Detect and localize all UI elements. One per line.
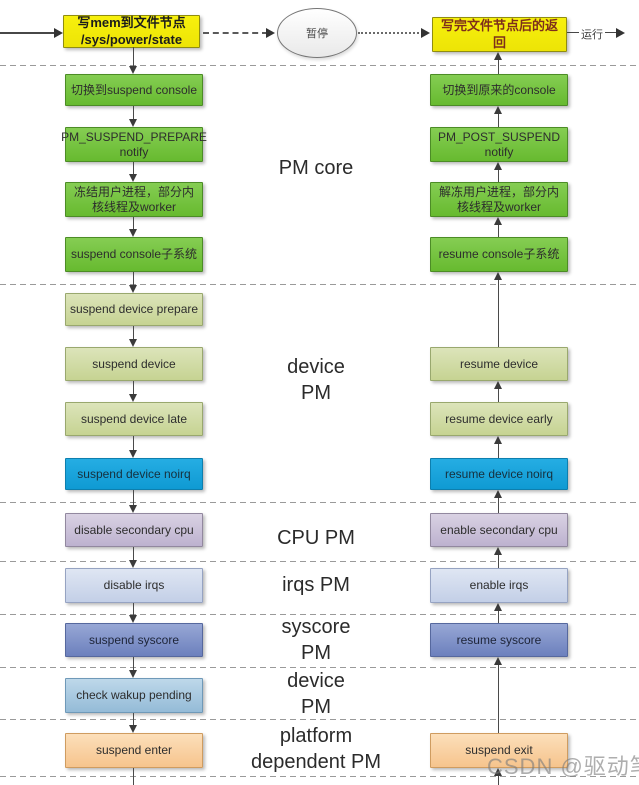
flow-box-suspend-exit: suspend exit <box>430 733 568 768</box>
down-arrow <box>129 217 137 237</box>
section-label-device-pm-2: device PM <box>287 670 345 718</box>
down-arrow <box>129 603 137 623</box>
flow-box-suspend-device-late: suspend device late <box>65 402 203 436</box>
flow-box-suspend-enter: suspend enter <box>65 733 203 768</box>
section-label-syscore-pm: syscore PM <box>281 616 351 664</box>
run-arrowhead-icon <box>616 28 625 38</box>
flow-box-resume-device: resume device <box>430 347 568 381</box>
exit-line <box>133 768 134 785</box>
up-arrow <box>494 547 502 568</box>
up-arrow <box>494 603 502 623</box>
section-divider <box>0 284 639 285</box>
watermark: CSDN @驱动笔记 <box>487 754 639 779</box>
section-label-platform-pm: platform dependent PM <box>250 725 382 773</box>
down-arrow <box>129 657 137 678</box>
down-arrow <box>129 381 137 402</box>
up-arrow <box>494 436 502 458</box>
down-arrow <box>129 162 137 182</box>
flow-box-switch-back-console: 切换到原来的console <box>430 74 568 106</box>
flow-box-enable-irqs: enable irqs <box>430 568 568 603</box>
section-label-irqs-pm: irqs PM <box>282 574 350 596</box>
flow-box-resume-console-subsys: resume console子系统 <box>430 237 568 272</box>
section-label-device-pm: device PM <box>287 356 345 404</box>
section-divider <box>0 667 639 668</box>
flow-box-pm-post-suspend: PM_POST_SUSPEND notify <box>430 127 568 162</box>
down-arrow <box>129 713 137 733</box>
flow-box-suspend-device: suspend device <box>65 347 203 381</box>
flow-box-resume-syscore: resume syscore <box>430 623 568 657</box>
pause-label: 暂停 <box>306 28 328 40</box>
flow-box-suspend-device-prepare: suspend device prepare <box>65 293 203 326</box>
up-arrow <box>494 657 502 733</box>
section-divider <box>0 561 639 562</box>
section-label-pm-core: PM core <box>278 157 354 179</box>
down-arrow <box>129 47 137 74</box>
pause-ellipse: 暂停 <box>277 8 357 58</box>
up-arrow <box>494 768 502 785</box>
section-divider <box>0 502 639 503</box>
up-arrow <box>494 217 502 237</box>
entry-arrowhead-icon <box>54 28 63 38</box>
flow-box-resume-device-noirq: resume device noirq <box>430 458 568 490</box>
entry-line <box>0 32 55 34</box>
flow-box-resume-device-early: resume device early <box>430 402 568 436</box>
up-arrow <box>494 381 502 402</box>
down-arrow <box>129 490 137 513</box>
dotted-link <box>358 32 423 34</box>
up-arrow <box>494 272 502 347</box>
down-arrow <box>129 436 137 458</box>
dashed-link-arrowhead-icon <box>266 28 275 38</box>
flow-box-freeze-processes: 冻结用户进程，部分内 核线程及worker <box>65 182 203 217</box>
flow-box-suspend-device-noirq: suspend device noirq <box>65 458 203 490</box>
up-arrow <box>494 106 502 127</box>
section-label-cpu-pm: CPU PM <box>277 527 355 549</box>
start-node-write-mem: 写mem到文件节点 /sys/power/state <box>63 15 200 48</box>
flow-box-suspend-console-subsys: suspend console子系统 <box>65 237 203 272</box>
flow-box-check-wakup-pending: check wakup pending <box>65 678 203 713</box>
up-arrow <box>494 490 502 513</box>
flow-box-thaw-processes: 解冻用户进程，部分内 核线程及worker <box>430 182 568 217</box>
dashed-link <box>203 32 268 34</box>
flow-box-disable-irqs: disable irqs <box>65 568 203 603</box>
section-divider <box>0 614 639 615</box>
up-arrow <box>494 162 502 182</box>
section-divider <box>0 719 639 720</box>
down-arrow <box>129 272 137 293</box>
section-divider <box>0 65 639 66</box>
return-node: 写完文件节点后的返回 <box>432 17 567 52</box>
section-divider <box>0 776 639 777</box>
run-label: 运行 <box>579 26 605 42</box>
dotted-link-arrowhead-icon <box>421 28 430 38</box>
flow-box-pm-suspend-prepare: PM_SUSPEND_PREPARE notify <box>61 127 207 162</box>
flow-box-enable-secondary-cpu: enable secondary cpu <box>430 513 568 547</box>
flow-box-switch-suspend-console: 切换到suspend console <box>65 74 203 106</box>
down-arrow <box>129 547 137 568</box>
flow-box-disable-secondary-cpu: disable secondary cpu <box>65 513 203 547</box>
down-arrow <box>129 106 137 127</box>
down-arrow <box>129 326 137 347</box>
flow-box-suspend-syscore: suspend syscore <box>65 623 203 657</box>
up-arrow <box>494 52 502 74</box>
